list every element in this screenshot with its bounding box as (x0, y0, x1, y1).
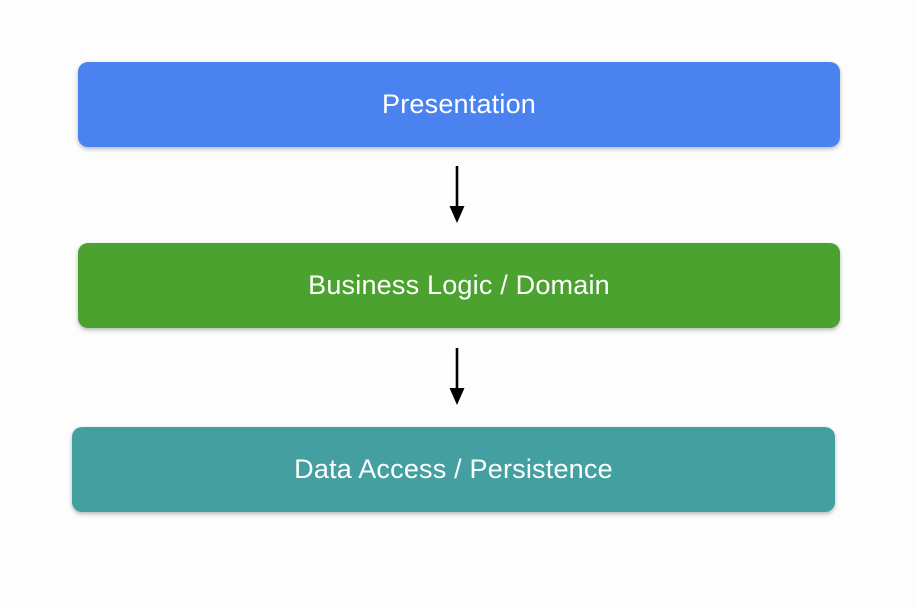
layer-presentation-label: Presentation (382, 89, 536, 119)
layer-data-access-box: Data Access / Persistence (72, 427, 835, 512)
down-arrow-icon (449, 166, 465, 223)
down-arrow-icon (449, 348, 465, 405)
layer-data-access-label: Data Access / Persistence (294, 454, 613, 484)
layer-presentation-box: Presentation (78, 62, 840, 147)
layer-business-logic-label: Business Logic / Domain (308, 270, 610, 300)
layer-business-logic-box: Business Logic / Domain (78, 243, 840, 328)
